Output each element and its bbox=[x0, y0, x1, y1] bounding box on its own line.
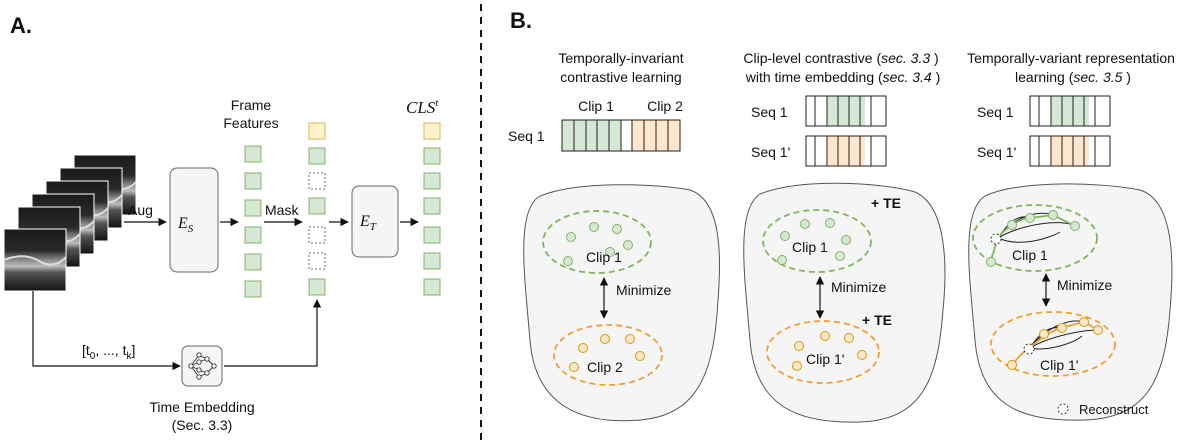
col2-clip-top-cluster bbox=[762, 209, 872, 273]
frame-feature bbox=[308, 278, 326, 296]
col1-bottom-cluster-label: Clip 2 bbox=[587, 359, 623, 375]
masked-feature-column bbox=[308, 122, 326, 296]
col3-minimize-label: Minimize bbox=[1057, 277, 1112, 293]
output-feature bbox=[423, 226, 441, 244]
col2-seq1-bar bbox=[805, 95, 887, 127]
col3-bottom-cluster-label: Clip 1' bbox=[1040, 357, 1078, 373]
col2-bottom-points bbox=[792, 331, 867, 371]
col2-clip-bottom-cluster bbox=[766, 320, 880, 384]
output-feature bbox=[423, 172, 441, 190]
col1-minimize-label: Minimize bbox=[616, 282, 671, 298]
col1-clip2-label: Clip 2 bbox=[647, 98, 683, 114]
col3-seq1-label: Seq 1 bbox=[977, 104, 1014, 120]
output-feature bbox=[423, 147, 441, 165]
panel-a-label: A. bbox=[10, 13, 32, 38]
output-feature bbox=[423, 197, 441, 215]
col1-embedding-space bbox=[523, 184, 721, 422]
col1-seq-label: Seq 1 bbox=[508, 128, 545, 144]
panel-b-label: B. bbox=[510, 8, 532, 33]
frame-feature bbox=[244, 253, 262, 271]
frame-feature bbox=[244, 172, 262, 190]
col3-title: Temporally-variant representation learni… bbox=[967, 50, 1179, 85]
output-feature-column bbox=[423, 122, 441, 296]
col3-top-cluster-label: Clip 1 bbox=[1012, 247, 1048, 263]
col2-embedding-space bbox=[743, 182, 946, 423]
cls-token-output bbox=[423, 122, 441, 140]
masked-feature bbox=[308, 226, 326, 244]
masked-feature bbox=[308, 252, 326, 270]
col2-title: Clip-level contrastive (sec. 3.3 ) with … bbox=[743, 50, 942, 85]
time-embedding-out bbox=[224, 299, 322, 367]
reconstruct-legend-label: Reconstruct bbox=[1079, 402, 1149, 417]
col3-clip-bottom-cluster bbox=[990, 311, 1116, 377]
col2-seq1p-label: Seq 1' bbox=[751, 144, 790, 160]
frame-feature bbox=[308, 197, 326, 215]
frame-feature bbox=[308, 147, 326, 165]
frame-feature bbox=[244, 280, 262, 298]
cls-token-input bbox=[308, 122, 326, 140]
cls-t-label: CLSt bbox=[406, 97, 439, 117]
col3-bottom-points bbox=[1007, 317, 1103, 370]
col3-seq1-bar bbox=[1029, 95, 1111, 127]
col3-embedding-space bbox=[968, 183, 1173, 421]
col3-reconstruct-point-bottom bbox=[1023, 343, 1035, 355]
oct-frame bbox=[3, 228, 67, 292]
time-embedding-box bbox=[181, 345, 223, 387]
aug-label: Aug bbox=[128, 202, 153, 218]
col1-clip-top-cluster bbox=[542, 210, 652, 274]
col1-clip1-label: Clip 1 bbox=[578, 98, 614, 114]
col3-reconstruct-point-top bbox=[990, 233, 1002, 245]
reconstruct-legend-icon bbox=[1057, 403, 1069, 415]
oct-image-stack bbox=[3, 154, 137, 292]
col3-seq1p-label: Seq 1' bbox=[977, 144, 1016, 160]
output-feature bbox=[423, 252, 441, 270]
col1-top-points bbox=[563, 222, 633, 266]
col2-seq1-label: Seq 1 bbox=[751, 104, 788, 120]
col3-seq1p-bar bbox=[1029, 135, 1111, 167]
time-path bbox=[32, 291, 181, 371]
col2-minimize-label: Minimize bbox=[831, 279, 886, 295]
col1-clip-bottom-cluster bbox=[553, 324, 663, 386]
col2-bottom-cluster-label: Clip 1' bbox=[806, 351, 844, 367]
output-feature bbox=[423, 278, 441, 296]
col3-clip-top-cluster bbox=[972, 204, 1098, 272]
col2-te-bottom: + TE bbox=[862, 312, 892, 328]
spatial-encoder-box bbox=[169, 167, 219, 273]
frame-feature bbox=[244, 145, 262, 163]
mask-label: Mask bbox=[265, 202, 299, 218]
col2-seq1p-bar bbox=[805, 135, 887, 167]
col1-sequence-bar bbox=[561, 119, 681, 152]
frame-feature bbox=[244, 199, 262, 217]
frame-feature-column bbox=[244, 145, 262, 298]
col2-top-cluster-label: Clip 1 bbox=[792, 239, 828, 255]
frame-feature bbox=[244, 226, 262, 244]
masked-feature bbox=[308, 172, 326, 190]
time-sequence-label: [t0, ..., tk] bbox=[82, 342, 135, 362]
temporal-encoder-label: ET bbox=[359, 213, 377, 233]
temporal-encoder-box bbox=[351, 185, 399, 258]
col1-top-cluster-label: Clip 1 bbox=[586, 249, 622, 265]
network-icon bbox=[188, 352, 217, 380]
time-embedding-label: Time Embedding(Sec. 3.3) bbox=[149, 399, 254, 433]
col2-top-points bbox=[777, 218, 851, 265]
col2-te-top: + TE bbox=[871, 195, 901, 211]
col3-top-points bbox=[986, 210, 1080, 267]
spatial-encoder-label: ES bbox=[177, 215, 194, 235]
col1-bottom-points bbox=[569, 334, 645, 372]
